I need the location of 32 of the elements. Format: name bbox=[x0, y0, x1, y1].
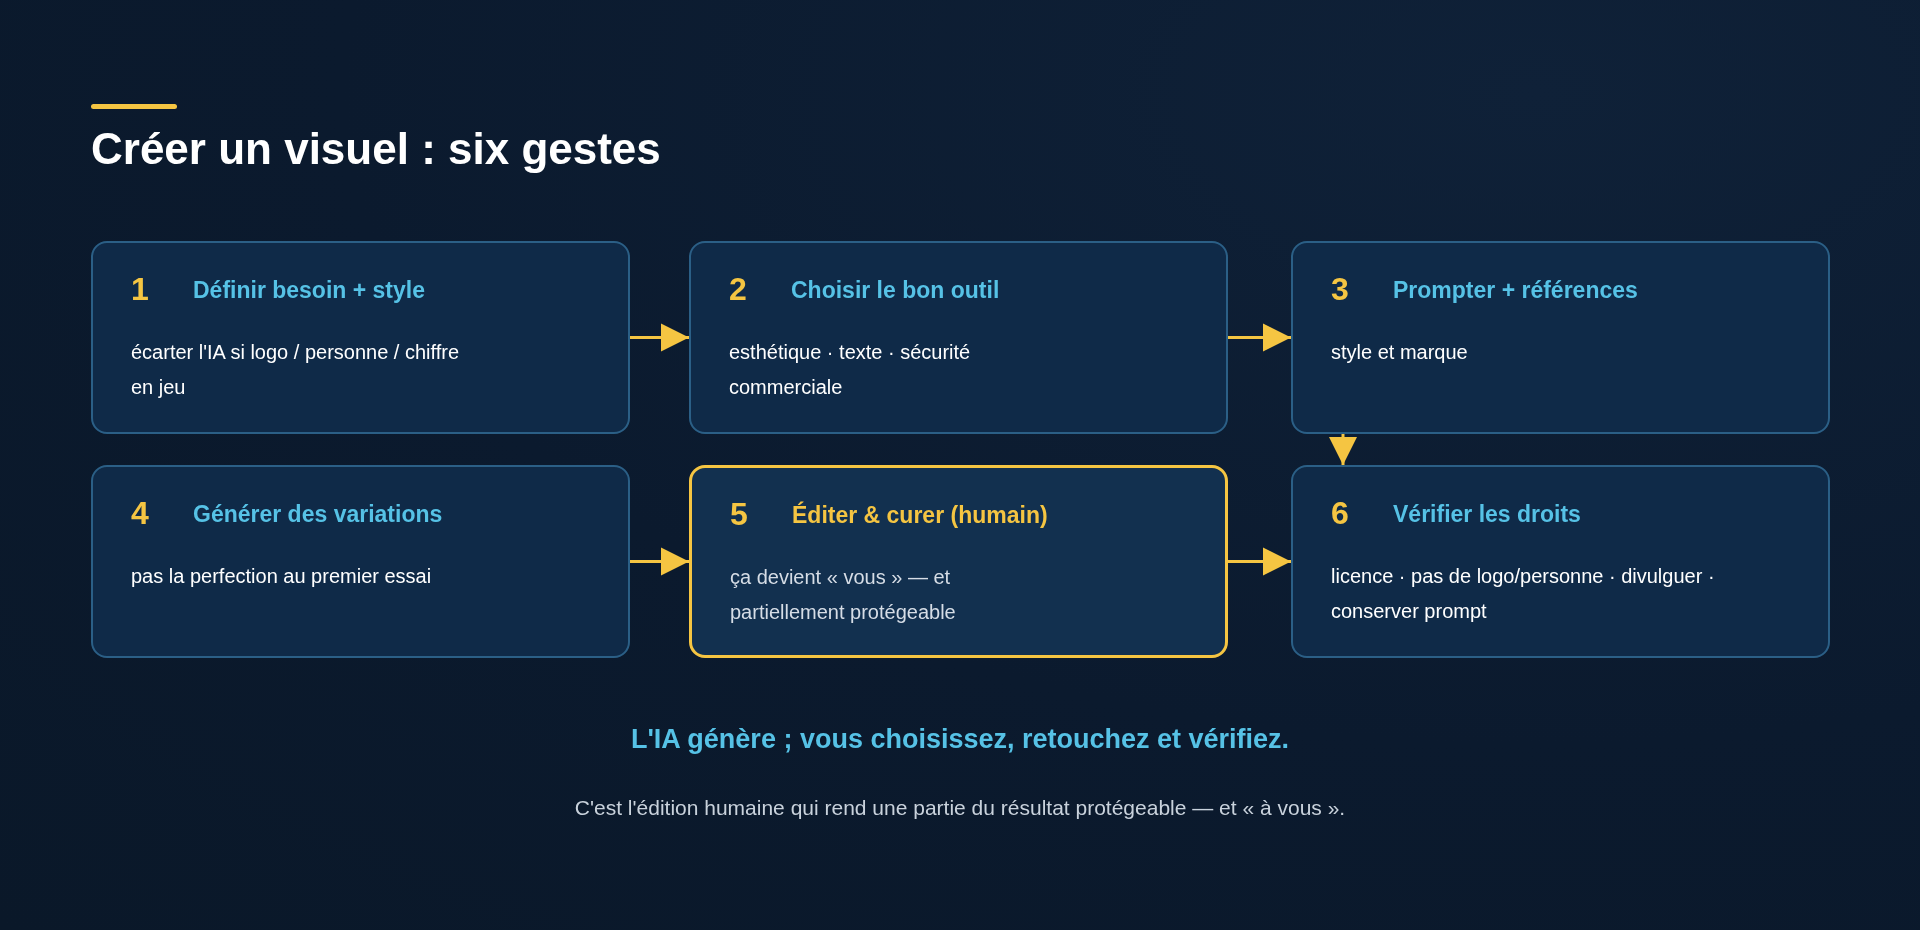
step-number: 6 bbox=[1331, 495, 1349, 532]
tagline: L'IA génère ; vous choisissez, retouchez et vérifiez. bbox=[629, 724, 1291, 755]
step-number: 4 bbox=[131, 495, 149, 532]
step-description: style et marque bbox=[1331, 340, 1469, 365]
highlighted-step-card bbox=[689, 465, 1228, 658]
arrow bbox=[1329, 434, 1357, 465]
arrow bbox=[630, 547, 689, 576]
step-card bbox=[1291, 241, 1830, 434]
step-description: licence · pas de logo/personne · divulguer · conserver prompt bbox=[1331, 564, 1716, 624]
step-heading: Choisir le bon outil bbox=[791, 277, 1000, 304]
arrow bbox=[1228, 547, 1291, 576]
step-card bbox=[1291, 465, 1830, 658]
step-description: écarter l'IA si logo / personne / chiffre en jeu bbox=[131, 340, 461, 400]
step-heading: Prompter + références bbox=[1393, 277, 1638, 304]
step-heading: Définir besoin + style bbox=[193, 277, 425, 304]
step-number: 1 bbox=[131, 271, 149, 308]
step-heading: Éditer & curer (humain) bbox=[792, 502, 1048, 529]
step-number: 2 bbox=[729, 271, 747, 308]
step-card bbox=[91, 465, 630, 658]
step-description: ça devient « vous » — et partiellement protégeable bbox=[730, 565, 957, 625]
title: Créer un visuel : six gestes bbox=[91, 124, 661, 174]
step-number: 5 bbox=[730, 496, 748, 533]
arrow bbox=[1228, 323, 1291, 352]
step-description: esthétique · texte · sécurité commerciale bbox=[729, 340, 972, 400]
step-description: pas la perfection au premier essai bbox=[131, 564, 433, 589]
arrow bbox=[630, 323, 689, 352]
step-heading: Générer des variations bbox=[193, 501, 443, 528]
step-number: 3 bbox=[1331, 271, 1349, 308]
step-card bbox=[91, 241, 630, 434]
caption: C'est l'édition humaine qui rend une partie du résultat protégeable — et « à vous ». bbox=[573, 796, 1347, 820]
step-heading: Vérifier les droits bbox=[1393, 501, 1581, 528]
step-card bbox=[689, 241, 1228, 434]
